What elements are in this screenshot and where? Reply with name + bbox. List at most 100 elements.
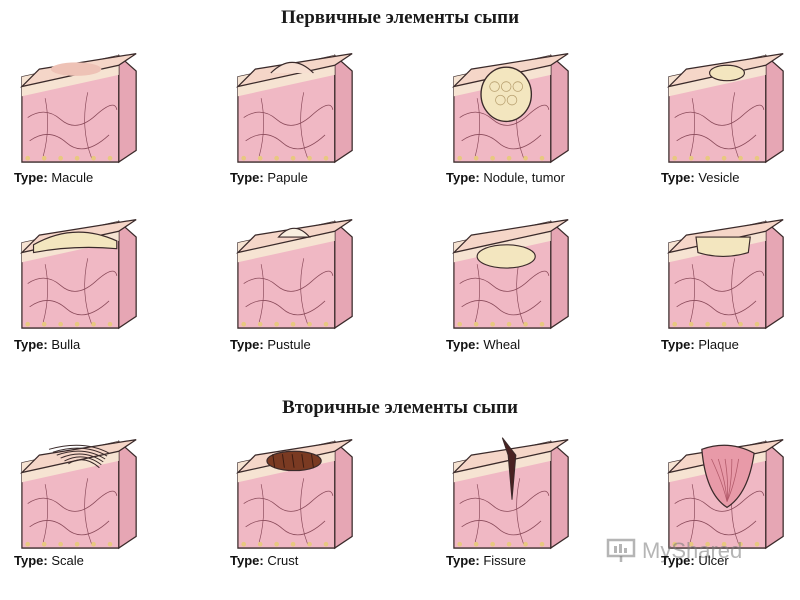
bump-lesion-shape <box>270 61 314 74</box>
fat-dot <box>25 321 31 327</box>
fat-dot <box>257 541 263 547</box>
dermis-line <box>243 270 334 292</box>
dermis-line <box>676 520 757 536</box>
fat-dot <box>290 155 296 161</box>
fat-dot <box>91 321 96 327</box>
fissure-lesion-shape <box>501 437 517 500</box>
fat-dot <box>473 321 479 327</box>
scale-lesion-shape <box>48 444 110 469</box>
dermis-line <box>300 258 308 325</box>
lesion-type-name: Nodule, tumor <box>479 170 565 185</box>
lesion-caption: Type: Plaque <box>661 337 739 352</box>
fat-dot <box>74 321 80 327</box>
wheal-lesion-shape <box>476 244 536 269</box>
type-label: Type: <box>230 170 264 185</box>
fat-dot <box>672 321 678 327</box>
dermis-line <box>459 104 550 126</box>
dermis-line <box>27 104 118 126</box>
fat-dot <box>241 155 247 161</box>
plaque-lesion-shape <box>695 236 751 257</box>
dermis-line <box>84 478 92 545</box>
dermis-line <box>243 104 334 126</box>
secondary-section-title: Вторичные элементы сыпи <box>282 397 518 418</box>
lesion-cell-macule <box>14 42 204 164</box>
skin-block-side-face <box>334 440 353 550</box>
skin-block-side-face <box>550 54 569 164</box>
fat-dot <box>290 541 296 547</box>
fat-dot <box>91 155 96 161</box>
dermis-line <box>674 104 765 126</box>
type-label: Type: <box>14 553 48 568</box>
fat-dot <box>738 541 743 547</box>
skin-block-side-face <box>118 220 137 330</box>
fat-dot <box>41 541 47 547</box>
fat-dot <box>523 155 528 161</box>
fat-dot <box>473 155 479 161</box>
dermis-line <box>300 92 308 159</box>
fat-dot <box>506 541 512 547</box>
fat-dot <box>523 321 528 327</box>
lesion-cell-plaque <box>661 208 800 330</box>
fat-dot <box>688 541 694 547</box>
dermis-line <box>459 270 550 292</box>
dermis-line <box>474 264 480 323</box>
fat-dot <box>506 155 512 161</box>
lesion-caption: Type: Macule <box>14 170 93 185</box>
dermis-line <box>461 520 542 536</box>
fat-dot <box>539 155 545 161</box>
dermis-line <box>689 484 695 543</box>
fat-dot <box>274 541 279 547</box>
lesion-caption: Type: Crust <box>230 553 298 568</box>
lesion-cell-vesicle <box>661 42 800 164</box>
flat-lesion-shape <box>50 62 102 76</box>
type-label: Type: <box>661 170 695 185</box>
skin-block-side-face <box>765 440 784 550</box>
dermis-line <box>42 484 48 543</box>
lesion-type-name: Macule <box>47 170 94 185</box>
lesion-type-name: Crust <box>263 553 299 568</box>
fat-dot <box>241 321 247 327</box>
fat-dot <box>107 321 113 327</box>
skin-block-illustration <box>235 218 353 330</box>
fat-dot <box>490 321 495 327</box>
presentation-icon <box>606 538 636 562</box>
fat-dot <box>721 321 727 327</box>
fat-dot <box>307 155 312 161</box>
skin-block-illustration <box>451 437 569 550</box>
fat-dot <box>91 541 96 547</box>
fat-dot <box>523 541 528 547</box>
fat-dot <box>688 321 694 327</box>
lesion-type-name: Fissure <box>479 553 526 568</box>
lesion-cell-ulcer <box>661 428 800 550</box>
skin-block-illustration <box>19 52 137 164</box>
skin-block-illustration <box>235 52 353 164</box>
fat-dot <box>74 155 80 161</box>
lesion-cell-papule <box>230 42 420 164</box>
fat-dot <box>58 321 63 327</box>
lesion-cell-fissure <box>446 428 636 550</box>
lesion-caption: Type: Papule <box>230 170 308 185</box>
fat-dot <box>41 155 47 161</box>
skin-block-side-face <box>118 54 137 164</box>
lesion-caption: Type: Wheal <box>446 337 520 352</box>
fat-dot <box>721 155 727 161</box>
fat-dot <box>705 155 710 161</box>
fat-dot <box>490 541 495 547</box>
dermis-line <box>42 98 48 157</box>
dermis-line <box>245 520 326 536</box>
vesicle-lesion-shape <box>708 64 746 82</box>
dermis-line <box>689 98 695 157</box>
lesion-caption: Type: Vesicle <box>661 170 740 185</box>
skin-block-side-face <box>765 220 784 330</box>
fat-dot <box>539 321 545 327</box>
lesion-type-name: Ulcer <box>694 553 729 568</box>
fat-dot <box>754 155 760 161</box>
fat-dot <box>107 155 113 161</box>
fat-dot <box>721 541 727 547</box>
fat-dot <box>323 155 329 161</box>
skin-block-side-face <box>550 220 569 330</box>
fat-dot <box>457 321 463 327</box>
fat-dot <box>25 155 31 161</box>
lesion-type-name: Papule <box>263 170 308 185</box>
skin-surface <box>19 438 137 474</box>
